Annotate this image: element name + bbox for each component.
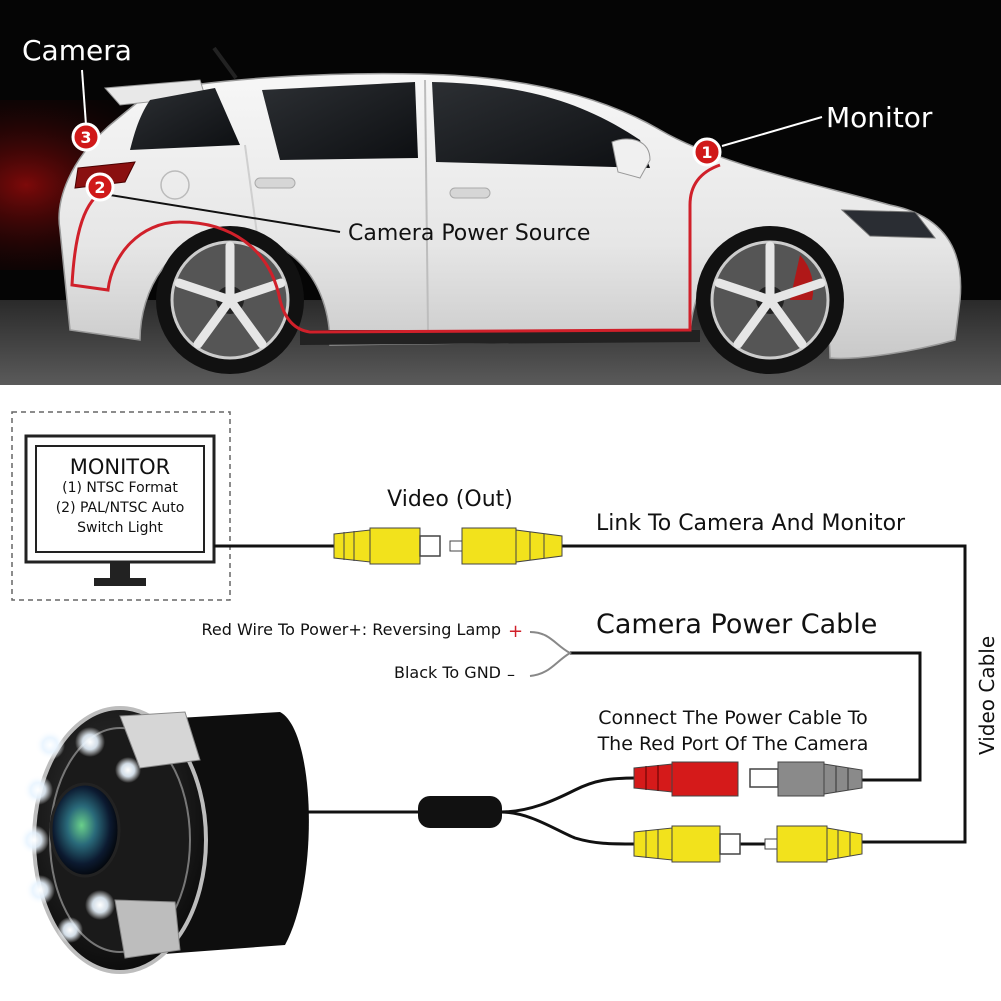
front-door-handle bbox=[449, 187, 491, 199]
camera-red-branch-wire bbox=[499, 776, 637, 814]
front-wheel bbox=[696, 226, 844, 374]
video-out-male-plug-icon bbox=[333, 527, 441, 565]
power-wire bbox=[570, 651, 922, 782]
marker-1-icon: 1 bbox=[692, 137, 722, 167]
camera-yellow-branch-wire bbox=[499, 810, 637, 846]
marker-2-number: 2 bbox=[94, 178, 105, 197]
minus-sign: – bbox=[507, 665, 515, 684]
video-out-label: Video (Out) bbox=[387, 487, 513, 512]
rear-door-handle bbox=[254, 177, 296, 189]
connect-note-line-2: The Red Port Of The Camera bbox=[597, 733, 869, 755]
camera-label: Camera bbox=[22, 34, 132, 67]
fuel-cap bbox=[160, 170, 190, 200]
camera-yellow-plug-icon bbox=[633, 825, 741, 863]
camera-leader-line bbox=[81, 69, 87, 126]
backup-camera-icon bbox=[19, 706, 309, 974]
monitor-spec-1: (1) NTSC Format bbox=[62, 480, 178, 496]
plus-sign: + bbox=[508, 621, 523, 642]
antenna bbox=[212, 46, 238, 80]
power-cable-label: Camera Power Cable bbox=[596, 609, 877, 640]
marker-1-number: 1 bbox=[701, 143, 712, 162]
monitor-label: Monitor bbox=[826, 101, 933, 134]
car-photo: 3 2 1 Camera Monitor Camera Power Source bbox=[0, 0, 1001, 385]
rear-side-window bbox=[130, 88, 240, 150]
monitor-title: MONITOR bbox=[70, 455, 171, 479]
front-door-window bbox=[432, 82, 650, 168]
marker-2-icon: 2 bbox=[85, 172, 115, 202]
monitor-spec-3: Switch Light bbox=[77, 520, 163, 536]
inline-filter-block bbox=[418, 796, 502, 828]
door-seam bbox=[424, 79, 429, 331]
link-label: Link To Camera And Monitor bbox=[596, 511, 906, 536]
monitor-spec-2: (2) PAL/NTSC Auto bbox=[56, 500, 185, 516]
black-wire-label: Black To GND bbox=[394, 663, 501, 682]
monitor-dashed-box bbox=[11, 411, 231, 601]
wiring-diagram: MONITOR (1) NTSC Format (2) PAL/NTSC Aut… bbox=[11, 411, 999, 974]
rear-door-window bbox=[262, 82, 418, 160]
video-cable-label: Video Cable bbox=[975, 636, 999, 755]
camera-red-plug-icon bbox=[633, 761, 739, 797]
headlight bbox=[840, 209, 937, 239]
video-cable-yellow-plug-icon bbox=[764, 825, 863, 863]
side-mirror bbox=[611, 138, 651, 179]
marker-3-number: 3 bbox=[80, 128, 91, 147]
red-wire-label: Red Wire To Power+: Reversing Lamp bbox=[202, 620, 502, 639]
rear-wheel bbox=[156, 226, 304, 374]
monitor-icon bbox=[24, 434, 216, 586]
video-out-female-plug-icon bbox=[449, 527, 563, 565]
power-gray-plug-icon bbox=[749, 761, 863, 797]
connect-note-line-1: Connect The Power Cable To bbox=[598, 707, 867, 729]
side-skirt bbox=[300, 330, 700, 345]
video-link-wire bbox=[562, 544, 967, 844]
marker-3-icon: 3 bbox=[71, 122, 101, 152]
cable-route bbox=[70, 163, 721, 334]
wires bbox=[214, 544, 967, 846]
power-split-wire bbox=[529, 631, 573, 677]
camera-power-source-label: Camera Power Source bbox=[348, 221, 590, 246]
power-source-leader-line bbox=[109, 194, 341, 233]
monitor-leader-line bbox=[721, 116, 823, 147]
